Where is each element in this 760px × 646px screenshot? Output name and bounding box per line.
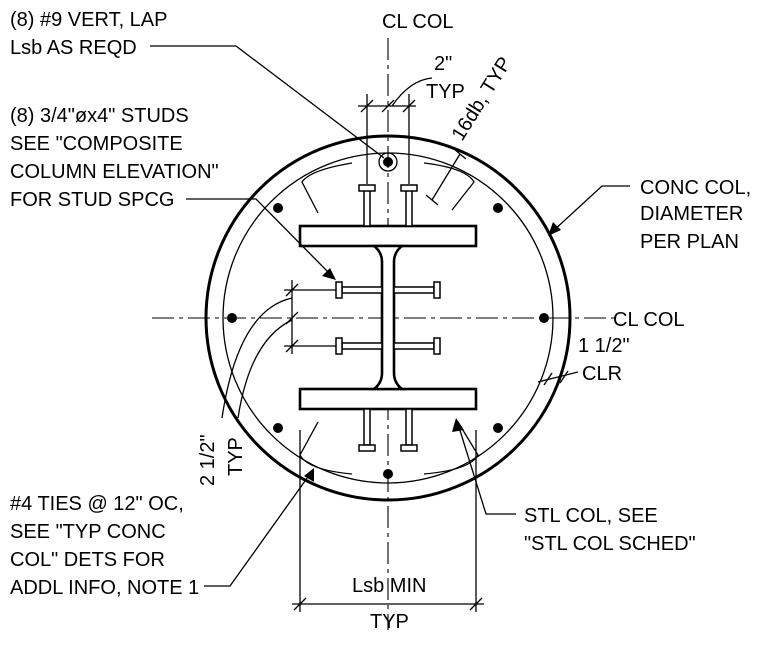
vertical-bar — [227, 313, 237, 323]
cl-col-right-label: CL COL — [613, 309, 685, 331]
edge-spacing-typ-label: TYP — [225, 437, 247, 476]
studs-web-right — [393, 281, 441, 355]
vertical-bar — [273, 203, 283, 213]
lsb-typ-label: TYP — [370, 611, 409, 633]
studs-note-line-2: SEE "COMPOSITE — [10, 133, 183, 155]
leader-studs — [186, 198, 331, 275]
edge-spacing-label: 2 1/2" — [197, 434, 219, 486]
leader-ties — [204, 473, 311, 587]
stud-spacing-label: 2" — [434, 53, 452, 75]
studs-note-line-1: (8) 3/4"øx4" STUDS — [10, 105, 189, 127]
hook-length-dimension — [425, 148, 467, 206]
ties-note-line-4: ADDL INFO, NOTE 1 — [10, 577, 199, 599]
leader-conc-col — [551, 185, 630, 233]
tie-hook-bottom-right — [423, 421, 479, 475]
clear-cover-dimension — [537, 370, 579, 386]
clear-cover-clr-label: CLR — [582, 363, 622, 385]
studs-top — [358, 184, 418, 227]
stud-spacing-typ-label: TYP — [426, 81, 465, 103]
conc-col-note-line-1: CONC COL, — [640, 177, 751, 199]
cl-col-top-label: CL COL — [382, 11, 454, 33]
leader-conc-col-arrow — [548, 222, 561, 236]
conc-col-note-line-3: PER PLAN — [640, 231, 739, 253]
vertical-bar — [493, 423, 503, 433]
conc-col-note-line-2: DIAMETER — [640, 203, 743, 225]
lsb-min-label: Lsb MIN — [352, 575, 426, 597]
leader-stl-col — [457, 423, 516, 515]
vertical-bar — [383, 469, 393, 479]
vertical-bar — [383, 157, 393, 167]
leader-stl-col-arrow — [452, 418, 464, 432]
edge-spacing-dimension — [221, 280, 336, 419]
stl-col-note-line-2: "STL COL SCHED" — [524, 533, 696, 555]
ties-note-line-3: COL" DETS FOR — [10, 549, 165, 571]
vertical-bar — [493, 203, 503, 213]
stud-spacing-dimension — [358, 77, 433, 184]
ties-note-line-2: SEE "TYP CONC — [10, 521, 166, 543]
vert-bars-note-line-1: (8) #9 VERT, LAP — [10, 9, 167, 31]
vert-bars-note-line-2: Lsb AS REQD — [10, 37, 137, 59]
studs-bottom — [358, 408, 418, 452]
steel-top-flange — [298, 224, 478, 248]
concrete-column-outline — [204, 134, 572, 502]
tie-hook-top-right — [423, 162, 475, 211]
leader-ties-arrow — [304, 468, 314, 482]
tie-hook-top-left — [301, 162, 353, 214]
vertical-bar-highlight — [378, 152, 398, 172]
tie-hook-bottom-left — [299, 421, 353, 475]
vertical-bar — [273, 423, 283, 433]
ties-note-line-1: #4 TIES @ 12" OC, — [10, 493, 184, 515]
steel-bottom-flange — [298, 387, 478, 411]
studs-note-line-4: FOR STUD SPCG — [10, 189, 174, 211]
vertical-bar — [539, 313, 549, 323]
leader-vert-bars — [150, 45, 385, 159]
lap-length-dimension — [292, 430, 484, 612]
studs-note-line-3: COLUMN ELEVATION" — [10, 161, 219, 183]
clear-cover-label: 1 1/2" — [578, 335, 630, 357]
stl-col-note-line-1: STL COL, SEE — [524, 505, 658, 527]
leader-studs-arrow — [322, 268, 336, 280]
steel-web — [370, 244, 406, 391]
